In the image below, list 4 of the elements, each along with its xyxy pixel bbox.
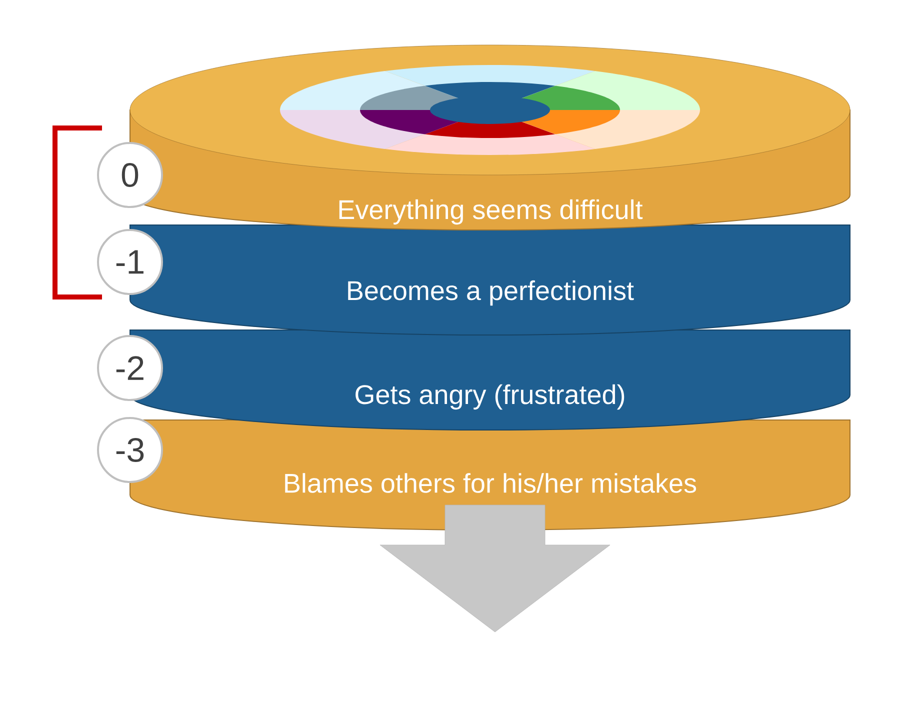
- layer-label: Gets angry (frustrated): [356, 384, 624, 410]
- layer-label: Everything seems difficult: [339, 199, 643, 225]
- layer-label: Blames others for his/her mistakes: [285, 473, 696, 493]
- layer-label: Becomes a perfectionist: [348, 280, 634, 306]
